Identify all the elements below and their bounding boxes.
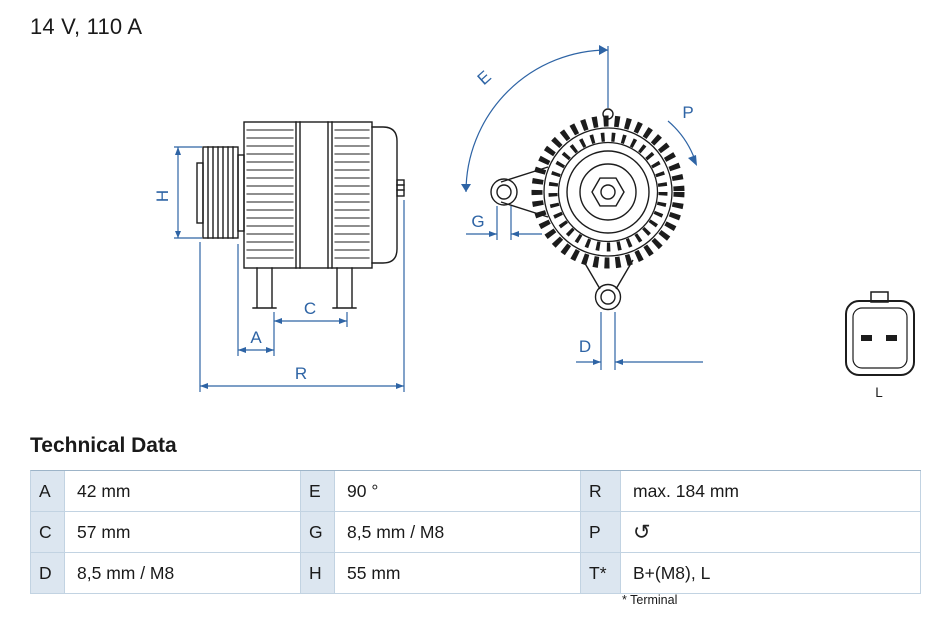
front-fins xyxy=(246,129,294,259)
alternator-side-view xyxy=(196,121,405,309)
dim-label-p: P xyxy=(682,103,693,122)
spec-key: C xyxy=(31,512,65,553)
table-title: Technical Data xyxy=(30,434,177,457)
spec-key: G xyxy=(301,512,335,553)
connector-pin xyxy=(886,335,897,341)
spec-key: H xyxy=(301,553,335,594)
rear-fins xyxy=(334,129,370,259)
terminal-footnote: * Terminal xyxy=(622,593,678,607)
dimension-lines xyxy=(174,46,703,392)
dim-label-d: D xyxy=(579,337,591,356)
spec-value-rotation: ↺ xyxy=(621,512,921,553)
bottom-lug-hole xyxy=(600,289,616,305)
dim-label-e: E xyxy=(474,67,495,89)
spec-key: E xyxy=(301,471,335,512)
dim-label-c: C xyxy=(304,299,316,318)
spec-key: A xyxy=(31,471,65,512)
spec-value: 55 mm xyxy=(335,553,581,594)
bottom-mounting-arm xyxy=(582,259,634,290)
outer-teeth-ring xyxy=(531,115,685,269)
spec-value: 42 mm xyxy=(65,471,301,512)
alternator-front-view xyxy=(490,108,685,311)
dim-label-a: A xyxy=(250,328,262,347)
spec-key: D xyxy=(31,553,65,594)
dim-label-r: R xyxy=(295,364,307,383)
left-mounting-lug xyxy=(490,178,518,206)
spec-key: P xyxy=(581,512,621,553)
bplus-terminal-stud xyxy=(396,179,405,197)
connector-diagram xyxy=(845,291,915,376)
spec-value: max. 184 mm xyxy=(621,471,921,512)
spec-key: R xyxy=(581,471,621,512)
connector-tab xyxy=(870,291,889,303)
spec-value: 90 ° xyxy=(335,471,581,512)
dim-label-h: H xyxy=(153,190,172,202)
mounting-leg-right xyxy=(332,267,357,309)
connector-label: L xyxy=(875,385,883,400)
spec-value: 8,5 mm / M8 xyxy=(65,553,301,594)
shaft-hex-nut xyxy=(591,177,625,207)
pulley-ribs xyxy=(207,146,234,239)
mounting-leg-left xyxy=(252,267,277,309)
connector-pin xyxy=(861,335,872,341)
part-rating-text: 14 V, 110 A xyxy=(30,14,143,39)
left-lug-hole xyxy=(496,184,512,200)
spec-key: T* xyxy=(581,553,621,594)
spec-value: B+(M8), L xyxy=(621,553,921,594)
rotation-direction-icon: ↺ xyxy=(633,520,651,544)
spec-value: 57 mm xyxy=(65,512,301,553)
top-lug-hole xyxy=(602,108,614,120)
stator-slot-ring xyxy=(548,132,668,252)
spec-value: 8,5 mm / M8 xyxy=(335,512,581,553)
dim-label-g: G xyxy=(471,212,484,231)
dimension-arrowheads xyxy=(175,45,697,389)
technical-data-table: A 42 mm E 90 ° R max. 184 mm C 57 mm G 8… xyxy=(30,470,921,594)
technical-drawing: L xyxy=(153,45,915,400)
